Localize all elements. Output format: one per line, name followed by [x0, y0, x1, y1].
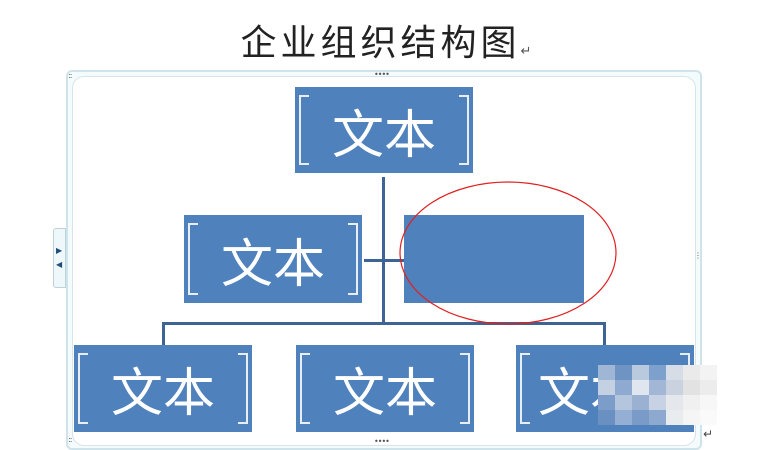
document-title: 企业组织结构图↵ — [0, 14, 772, 66]
node-text: 文本 — [220, 234, 325, 295]
node-text: 文本 — [332, 364, 437, 424]
paragraph-mark-end: ↵ — [703, 427, 713, 441]
expand-arrow-icon: ▶ — [56, 246, 63, 255]
org-node-top[interactable]: 文本 — [295, 87, 473, 173]
org-node-assistant[interactable]: 文本 — [184, 215, 362, 303]
connector-horizontal — [162, 322, 606, 325]
connector-right — [603, 322, 606, 345]
connector-assistant — [364, 259, 404, 262]
text-pane-toggle[interactable]: ▶ ◀ — [53, 228, 66, 288]
paragraph-mark: ↵ — [520, 44, 532, 59]
org-node-empty-selected[interactable] — [404, 215, 584, 303]
org-node-bottom-1[interactable]: 文本 — [74, 345, 252, 432]
resize-handle-bottom-left[interactable]: :: — [68, 435, 73, 444]
connector-left — [162, 322, 165, 345]
resize-handle-top-left[interactable]: :: — [68, 71, 73, 80]
resize-handle-bottom[interactable]: •••• — [374, 437, 390, 446]
collapse-arrow-icon: ◀ — [56, 260, 63, 269]
org-node-bottom-2[interactable]: 文本 — [296, 345, 474, 432]
title-text: 企业组织结构图 — [240, 23, 521, 64]
watermark-mosaic — [598, 365, 717, 425]
resize-handle-right[interactable]: ⋮ — [694, 251, 702, 260]
resize-handle-top[interactable]: •••• — [374, 70, 390, 79]
node-text: 文本 — [331, 105, 436, 166]
connector-vertical-main — [382, 177, 385, 324]
node-text: 文本 — [110, 364, 215, 424]
red-highlight-ellipse — [399, 181, 617, 325]
